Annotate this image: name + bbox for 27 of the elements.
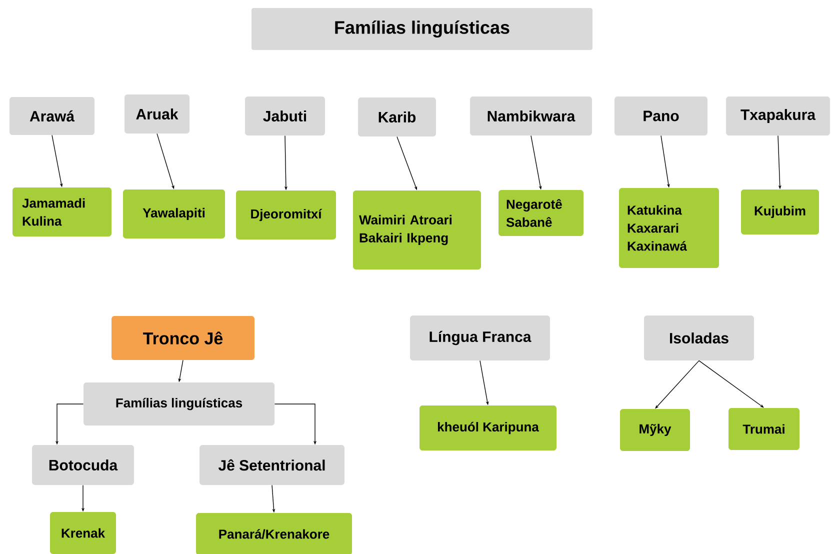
trunk-box: Tronco Jê xyxy=(112,316,254,360)
category-box: Botocuda xyxy=(32,445,134,485)
category-box: Famílias linguísticas xyxy=(84,382,274,426)
category-box: Isoladas xyxy=(644,316,754,360)
category-box: Arawá xyxy=(10,97,94,135)
language-box: Krenak xyxy=(50,512,116,554)
category-box: Nambikwara xyxy=(470,96,592,136)
language-box: Djeoromitxí xyxy=(236,190,336,240)
category-box: Jê Setentrional xyxy=(200,445,344,485)
language-box: Mỹky xyxy=(620,409,690,451)
category-box: Pano xyxy=(614,96,708,136)
language-box: Trumai xyxy=(728,408,800,450)
connector-arrow xyxy=(698,360,764,408)
language-box: Waimiri Atroari Bakairi Ikpeng xyxy=(353,190,481,270)
category-box: Txapakura xyxy=(726,96,830,136)
language-box: Yawalapiti xyxy=(123,190,225,238)
language-box: kheuól Karipuna xyxy=(420,406,556,450)
language-box: Panará/Krenakore xyxy=(196,513,352,554)
language-box: Katukina Kaxarari Kaxinawá xyxy=(619,188,719,268)
category-box: Karib xyxy=(358,98,436,136)
language-box: Jamamadi Kulina xyxy=(12,188,112,236)
category-box: Aruak xyxy=(124,94,190,134)
category-box: Jabuti xyxy=(245,96,325,136)
title-box: Famílias linguísticas xyxy=(252,8,592,50)
language-box: Kujubim xyxy=(741,190,819,234)
language-box: Negarotê Sabanê xyxy=(498,190,584,236)
category-box: Língua Franca xyxy=(410,316,550,360)
